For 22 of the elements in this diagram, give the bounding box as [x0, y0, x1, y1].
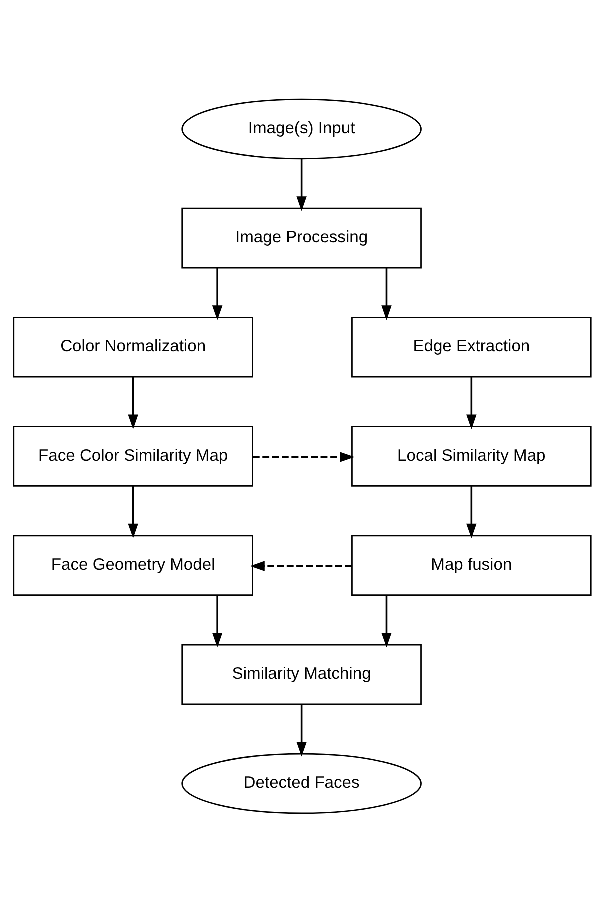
arrow	[466, 486, 477, 538]
arrow	[250, 560, 352, 571]
arrow	[253, 452, 355, 462]
node-box: Local Similarity Map	[352, 426, 592, 486]
arrow	[128, 376, 138, 429]
node-ellipse: Detected Faces	[182, 752, 422, 814]
arrow	[296, 704, 307, 756]
node-ellipse: Image(s) Input	[182, 98, 422, 160]
node-box: Color Normalization	[13, 316, 254, 378]
arrow	[128, 486, 138, 538]
arrow	[466, 376, 477, 429]
arrow	[382, 268, 392, 320]
node-box: Face Color Similarity Map	[13, 426, 254, 486]
arrow	[212, 268, 223, 320]
arrow	[212, 594, 223, 648]
node-box: Similarity Matching	[182, 644, 422, 705]
node-box: Edge Extraction	[352, 316, 592, 378]
node-box: Face Geometry Model	[13, 534, 254, 596]
arrow	[296, 158, 307, 211]
node-box: Image Processing	[182, 207, 422, 268]
node-box: Map fusion	[352, 534, 592, 596]
arrow	[382, 594, 392, 648]
